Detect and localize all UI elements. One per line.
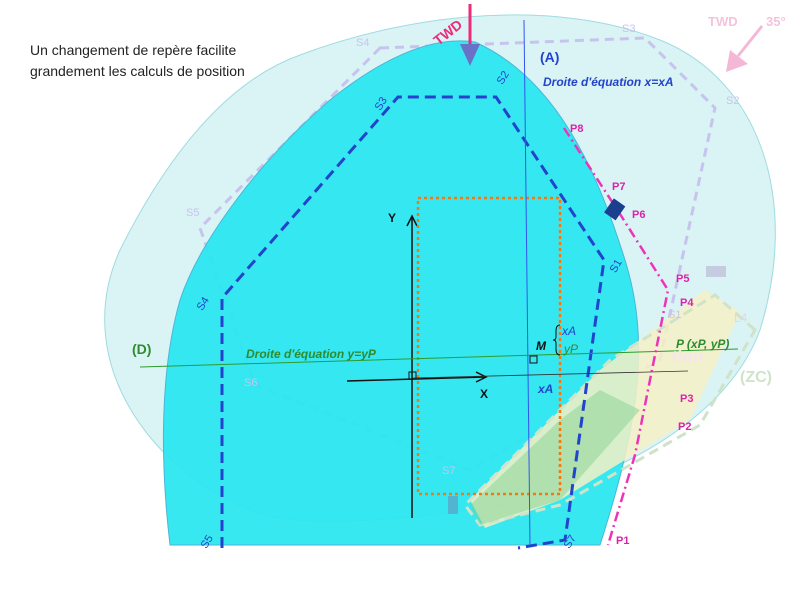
caption-line-1: Un changement de repère facilite (30, 42, 237, 58)
line-a-equation: Droite d'équation x=xA (543, 75, 674, 89)
angle-label: 35° (766, 14, 786, 29)
point-m-xa: xA (561, 324, 576, 338)
twd-faded-arrow-head (726, 50, 748, 72)
outer-s5: S5 (186, 207, 199, 219)
outer-s2: S2 (726, 95, 739, 107)
p5-label: P5 (676, 273, 689, 285)
p4-label: P4 (680, 297, 694, 309)
y-axis-label: Y (388, 211, 396, 225)
p-line (562, 127, 670, 546)
outer-s6: S6 (244, 377, 257, 389)
search-rectangle (416, 196, 562, 496)
origin-marker (408, 371, 417, 380)
point-m-brace (552, 324, 561, 356)
line-d-secondary (411, 370, 689, 379)
line-d-label: (D) (132, 341, 151, 357)
zone-l4: L4 (734, 311, 748, 325)
line-d (139, 348, 739, 368)
outer-polygon-labels: S1 S2 S3 S4 S5 S6 S7 (186, 23, 739, 477)
faint-marker (706, 266, 726, 277)
p1-label: P1 (616, 535, 629, 547)
zone-faded-text: tion (672, 347, 703, 366)
caption: Un changement de repère facilite grandem… (30, 40, 290, 82)
x-axis-label: X (480, 387, 488, 401)
line-d-equation: Droite d'équation y=yP (246, 347, 377, 361)
point-p-label: P (xP, yP) (676, 337, 729, 351)
outer-s4: S4 (356, 37, 369, 49)
zone-zc-border (463, 293, 757, 527)
caption-line-2: grandement les calculs de position (30, 63, 245, 79)
point-m-xa-bottom: xA (537, 382, 553, 396)
twd-faded-label: TWD (708, 14, 738, 29)
zone-green-overlay (470, 390, 640, 525)
line-a (523, 19, 531, 546)
outer-s3: S3 (622, 23, 635, 35)
cyan-region (162, 40, 640, 546)
line-a-label: (A) (540, 49, 559, 65)
y-axis-arrow (406, 214, 418, 227)
zc-label: (ZC) (740, 369, 772, 386)
x-axis-arrow (475, 371, 488, 383)
p7-label: P7 (612, 181, 625, 193)
zone-zc (470, 290, 740, 528)
p8-label: P8 (570, 123, 583, 135)
twd-arrow-head (460, 44, 480, 66)
inner-dashed-polygon (220, 95, 606, 550)
outer-s1: S1 (668, 309, 681, 321)
outer-s7: S7 (442, 465, 455, 477)
boat-marker (604, 198, 626, 221)
point-m-label: M (536, 339, 547, 353)
twd-faded-arrow-shaft (736, 25, 764, 57)
inner-s1: S1 (608, 257, 625, 275)
small-bar (448, 496, 458, 514)
point-m-marker (529, 355, 538, 364)
p2-label: P2 (678, 421, 691, 433)
p-point-labels: P1 P2 P3 P4 P5 P6 P7 P8 (570, 123, 694, 547)
point-m-yp: yP (563, 342, 578, 356)
p6-label: P6 (632, 209, 645, 221)
p3-label: P3 (680, 393, 693, 405)
